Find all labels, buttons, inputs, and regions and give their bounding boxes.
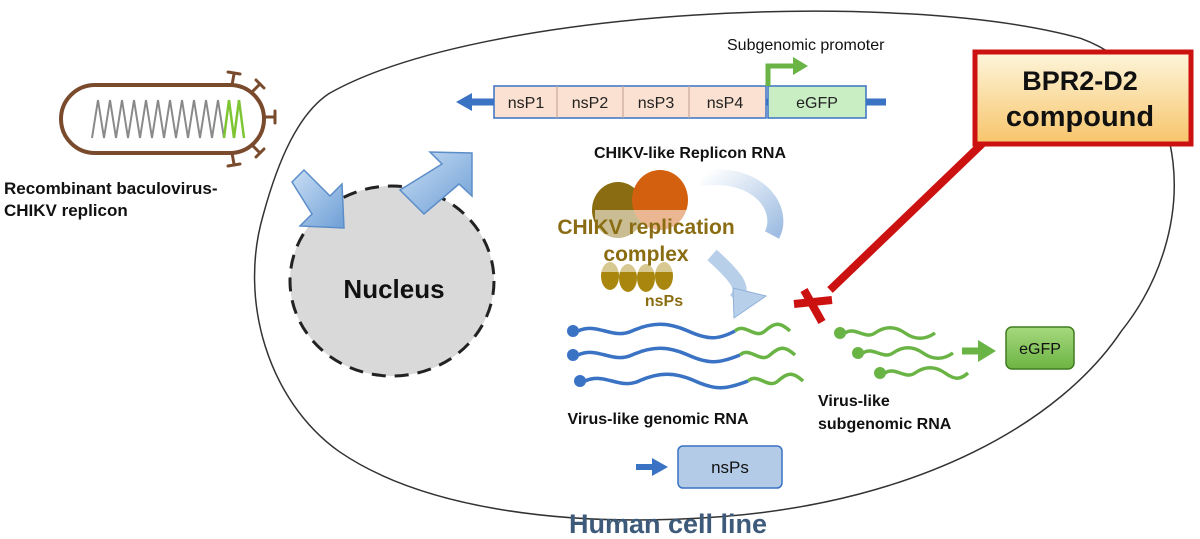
egfp-product-box: eGFP [1005,326,1075,370]
gene-nsp1: nsP1 [508,95,545,112]
subgenomic-promoter-label: Subgenomic promoter [727,37,885,54]
nsps-product-box: nsPs [677,445,783,489]
egfp-arrow-icon [962,340,996,362]
egfp-product-label: eGFP [1019,341,1061,358]
compound-box: BPR2-D2 compound [972,49,1194,147]
replication-complex-label-line1: CHIKV replication [557,216,734,239]
replicon-rna-label: CHIKV-like Replicon RNA [594,145,786,162]
gene-egfp: eGFP [796,95,838,112]
gene-nsp3: nsP3 [638,95,675,112]
replication-complex-label-line2: complex [603,243,689,266]
subgenomic-rna-label-line1: Virus-like [818,393,890,410]
compound-label-line2: compound [1006,101,1154,133]
export-arrow-icon [398,151,473,216]
subgenomic-rna-strands [834,326,970,380]
subgenomic-rna-label-line2: subgenomic RNA [818,416,952,433]
cell-line-label: Human cell line [569,509,767,539]
replicon-construct: nsP1 nsP2 nsP3 nsP4 eGFP [456,85,886,119]
gene-nsp4: nsP4 [707,95,744,112]
complex-nsps-label: nsPs [645,293,683,310]
nucleus-label: Nucleus [343,274,444,304]
genomic-rna-strands [567,322,805,390]
baculovirus-label-line1: Recombinant baculovirus- [4,179,217,198]
inhibitor-line [827,138,988,293]
baculovirus-icon [59,70,277,168]
nsps-arrow-icon [636,458,668,476]
entry-arrow-icon [291,168,345,229]
compound-label-line1: BPR2-D2 [1022,66,1138,96]
promoter-arrow-icon [765,57,808,86]
inhibition-x-icon [793,288,833,324]
genomic-rna-label: Virus-like genomic RNA [567,411,749,428]
gene-nsp2: nsP2 [572,95,609,112]
replication-complex [592,168,784,319]
nsps-product-label: nsPs [711,458,749,477]
baculovirus-label-line2: CHIKV replicon [4,201,128,220]
nucleus: Nucleus [288,184,496,378]
